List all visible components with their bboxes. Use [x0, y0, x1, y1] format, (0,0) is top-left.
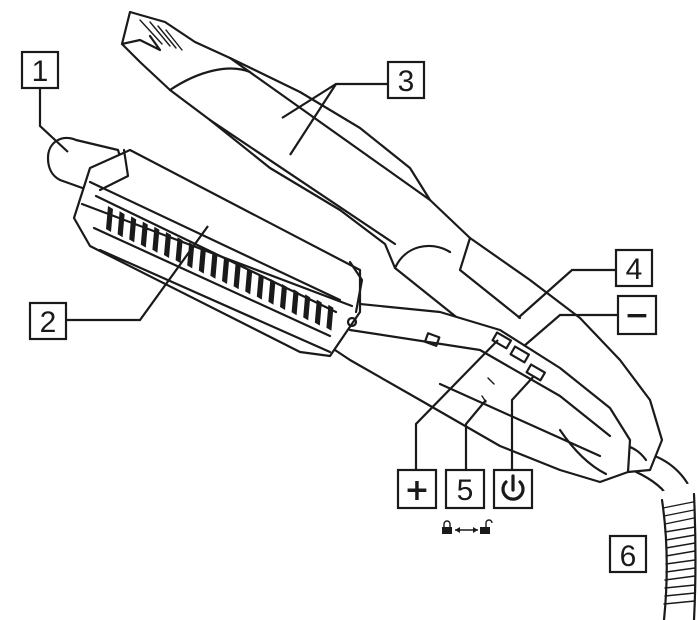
power-cord	[630, 453, 698, 620]
brush-tooth	[222, 258, 229, 284]
minus-label-box: −	[616, 294, 658, 336]
callout-2: 2	[28, 301, 68, 341]
plus-symbol: +	[404, 473, 429, 508]
brush-tooth	[106, 206, 113, 232]
plus-label-box: +	[396, 468, 438, 510]
callout-3-label: 3	[398, 65, 415, 98]
brush-barrel	[46, 136, 364, 358]
callout-6: 6	[608, 534, 648, 574]
brush-tooth	[210, 252, 218, 279]
brush-tooth	[280, 284, 287, 310]
plus-button-shape[interactable]	[491, 331, 513, 350]
brush-teeth	[106, 206, 334, 331]
brush-tooth	[152, 226, 160, 253]
power-icon	[501, 474, 525, 501]
power-label-box	[492, 468, 534, 510]
brush-tooth	[129, 216, 137, 243]
brush-tooth	[268, 278, 276, 305]
brush-tooth	[117, 211, 125, 238]
callout-2-label: 2	[40, 306, 57, 339]
callout-1: 1	[20, 50, 60, 90]
brush-tooth	[233, 263, 241, 290]
brush-tooth	[314, 299, 322, 326]
handle	[318, 298, 632, 484]
callout-5-label: 5	[457, 474, 474, 507]
minus-symbol: −	[624, 298, 649, 333]
brush-tooth	[326, 304, 334, 331]
brush-tooth	[291, 289, 299, 316]
lock-slot-icon	[423, 332, 441, 347]
brush-tooth	[245, 268, 253, 295]
brush-tooth	[303, 294, 311, 321]
callout-3: 3	[386, 60, 426, 100]
cord-strain-relief-ridges	[662, 501, 696, 605]
callout-4: 4	[614, 248, 654, 288]
callout-6-label: 6	[620, 540, 637, 573]
brush-tooth	[256, 273, 264, 300]
brush-tooth	[175, 237, 183, 264]
lock-unlock-icon	[442, 519, 493, 534]
leader-lines	[38, 82, 618, 470]
brush-tooth	[198, 247, 206, 274]
callout-1-label: 1	[32, 55, 49, 88]
callout-5: 5	[444, 468, 486, 510]
callout-4-label: 4	[626, 253, 643, 286]
minus-button-shape[interactable]	[509, 345, 531, 364]
brush-tooth	[140, 221, 148, 248]
brush-tooth	[164, 232, 171, 258]
